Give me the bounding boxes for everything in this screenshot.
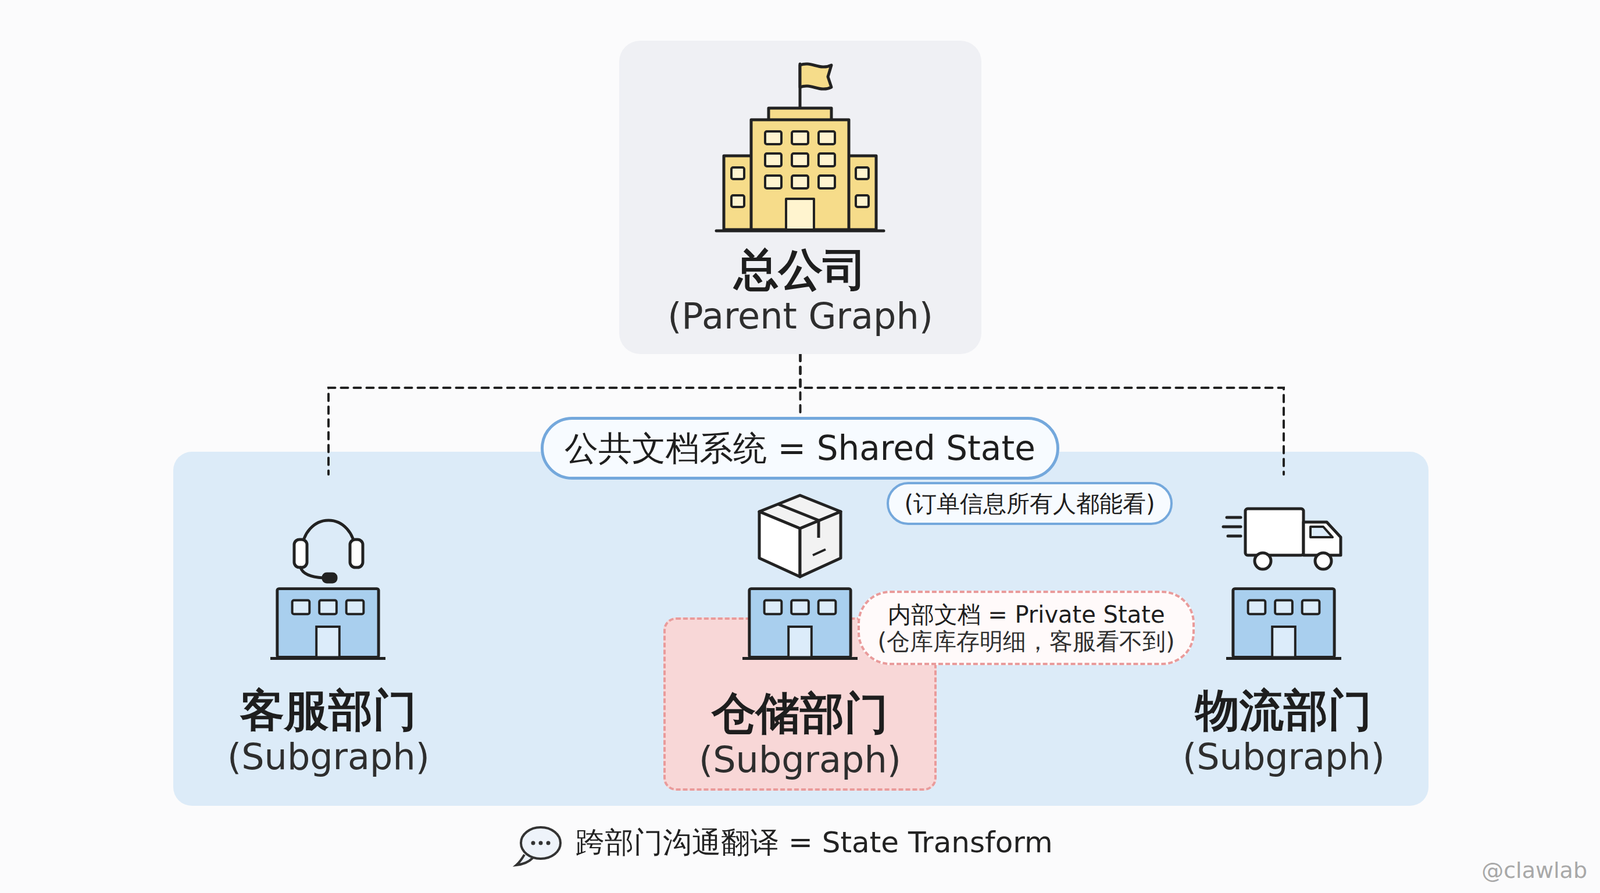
truck-icon bbox=[1223, 508, 1341, 570]
node-title: 公共文档系统 = Shared State bbox=[564, 429, 1036, 469]
subgraph-node: 物流部门(Subgraph) bbox=[1161, 474, 1406, 782]
node-title: 物流部门 bbox=[1195, 684, 1373, 736]
headset-icon bbox=[294, 520, 363, 582]
node-title: (订单信息所有人都能看) bbox=[904, 490, 1155, 517]
parcel-icon bbox=[759, 495, 841, 577]
node-title: 仓储部门 bbox=[711, 687, 889, 739]
shared-state-pill: 公共文档系统 = Shared State bbox=[540, 416, 1060, 481]
department-building bbox=[270, 588, 386, 659]
footer-note: 跨部门沟通翻译 = State Transform bbox=[575, 826, 1053, 860]
private-state-callout: 内部文档 = Private State(仓库库存明细，客服看不到) bbox=[857, 590, 1195, 666]
department-building bbox=[1226, 588, 1342, 659]
node-subtitle: (Parent Graph) bbox=[667, 295, 934, 337]
node-subtitle: (仓库库存明细，客服看不到) bbox=[877, 627, 1175, 655]
node-title: 内部文档 = Private State bbox=[887, 601, 1166, 628]
node-title: 总公司 bbox=[734, 244, 867, 295]
speech-bubble-icon bbox=[516, 827, 561, 866]
node-subtitle: (Subgraph) bbox=[698, 738, 902, 781]
note-pill: (订单信息所有人都能看) bbox=[886, 481, 1173, 525]
watermark: @clawlab bbox=[1481, 858, 1588, 884]
parent-graph-box: 总公司(Parent Graph) bbox=[619, 40, 982, 355]
shared-region bbox=[173, 451, 1429, 806]
node-subtitle: (Subgraph) bbox=[1182, 736, 1385, 778]
subgraph-node: 客服部门(Subgraph) bbox=[206, 474, 451, 782]
node-title: 客服部门 bbox=[240, 684, 417, 736]
node-subtitle: (Subgraph) bbox=[227, 736, 430, 778]
